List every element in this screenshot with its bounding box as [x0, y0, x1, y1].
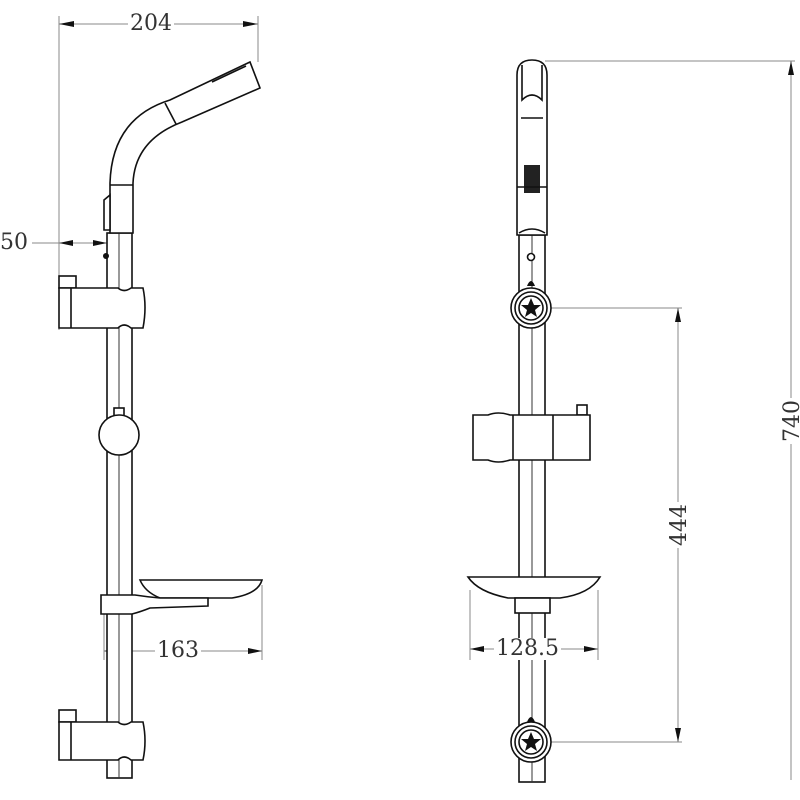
dim-label-wall-offset: 50	[0, 230, 30, 255]
soap-dish	[138, 579, 264, 599]
handle-bottom	[518, 228, 546, 234]
adjustment-knob	[98, 414, 140, 456]
side-view	[32, 16, 264, 779]
bracket-button	[58, 709, 77, 723]
shower-head-face	[211, 65, 247, 83]
arrow-icon	[248, 648, 262, 654]
bracket-button	[576, 404, 588, 416]
soap-dish-front	[466, 576, 602, 599]
dim-label-soap-dish-width: 128.5	[494, 636, 561, 661]
front-view	[466, 59, 795, 783]
clip-tab	[527, 717, 535, 722]
dim-label-soap-dish-depth: 163	[155, 638, 201, 663]
arrow-icon	[788, 61, 794, 75]
arrow-icon	[243, 21, 258, 27]
hand-shower-joint	[164, 102, 177, 125]
dim-label-bracket-spacing: 444	[667, 502, 692, 548]
soap-dish-holder	[514, 597, 551, 614]
shower-head-outline	[521, 65, 543, 102]
soap-dish-holder	[100, 594, 209, 615]
handle-grip	[524, 165, 540, 193]
star-icon	[521, 732, 541, 751]
screw-icon	[103, 253, 109, 259]
bracket-button	[58, 275, 77, 289]
arrow-icon	[470, 646, 484, 652]
top-star-knob	[510, 287, 552, 329]
hand-shower	[109, 60, 262, 234]
hose-clip	[103, 193, 111, 231]
screw-icon	[526, 252, 536, 262]
star-icon	[521, 298, 541, 317]
arrow-icon	[584, 646, 598, 652]
bottom-star-knob	[510, 717, 552, 763]
top-bracket	[58, 287, 146, 329]
middle-bracket	[472, 412, 591, 463]
bottom-bracket	[58, 721, 146, 761]
arrow-icon	[93, 240, 107, 246]
clip-tab	[527, 281, 535, 286]
arrow-icon	[59, 240, 73, 246]
dim-label-overall-width: 204	[128, 11, 174, 36]
arrow-icon	[59, 21, 74, 27]
arrow-icon	[675, 728, 681, 742]
arrow-icon	[675, 308, 681, 322]
dim-label-overall-height: 740	[780, 398, 800, 444]
